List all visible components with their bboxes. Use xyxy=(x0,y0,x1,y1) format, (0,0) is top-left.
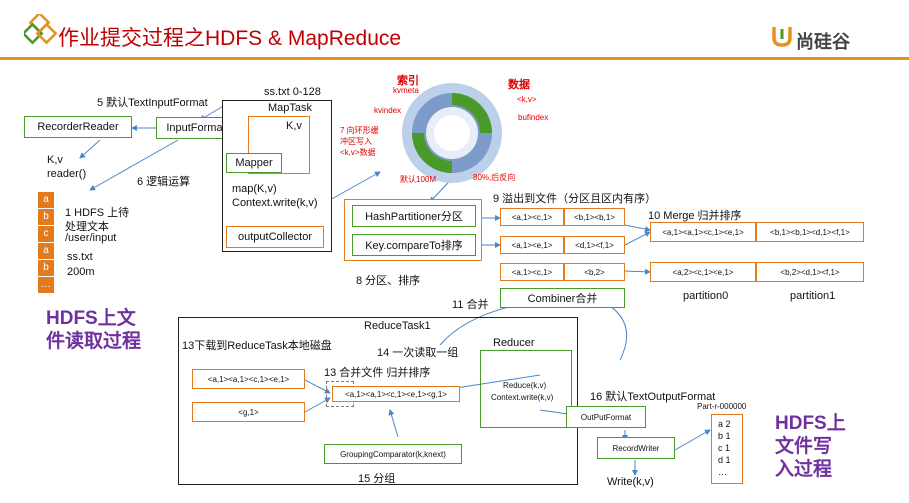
combined-cell: <b,2><d,1><f,1> xyxy=(756,262,864,282)
merged-cell: <a,1><a,1><c,1><e,1> xyxy=(650,222,756,242)
kvmeta-label: kvmeta xyxy=(393,86,419,95)
context-write-label: Context.write(k,v) xyxy=(232,197,318,209)
spill-cell: <a,1><c,1> xyxy=(500,263,564,281)
step1-line3: /user/input xyxy=(65,232,117,244)
step13b-label: 13 合并文件 归并排序 xyxy=(324,367,431,379)
part-line: a 2 xyxy=(718,419,731,429)
output-caption-line2: 文件写 xyxy=(775,436,833,457)
part-line: b 1 xyxy=(718,431,731,441)
spill-cell: <d,1><f,1> xyxy=(564,236,625,254)
output-caption-line1: HDFS上 xyxy=(775,413,846,434)
stack-cell: b xyxy=(38,260,54,277)
reducer-box xyxy=(480,350,572,428)
part-line: d 1 xyxy=(718,455,731,465)
reader-label: reader() xyxy=(47,168,87,180)
stack-cell: a xyxy=(38,243,54,260)
maptask-inner-box xyxy=(248,116,310,174)
input-caption-line2: 件读取过程 xyxy=(46,331,142,352)
ring-buffer-diagram xyxy=(402,83,502,183)
stack-cell: … xyxy=(38,277,54,294)
output-collector-box: outputCollector xyxy=(226,226,324,248)
part-file-label: Part-r-000000 xyxy=(697,402,747,411)
reduce-input-g: <g,1> xyxy=(192,402,305,422)
input-format-box: InputFormat xyxy=(156,117,236,139)
reduce-call-label: Reduce(k,v) xyxy=(503,381,547,390)
spill-cell: <b,1><b,1> xyxy=(564,208,625,226)
key-compare-box: Key.compareTo排序 xyxy=(352,234,476,256)
input-caption-line1: HDFS上文 xyxy=(46,308,136,329)
maptask-kv-label: K,v xyxy=(286,120,302,132)
kv-label: K,v xyxy=(47,154,63,166)
output-format-box: OutPutFormat xyxy=(566,406,646,428)
reducer-context-write-label: Context.write(k,v) xyxy=(491,393,554,402)
reverse-note-label: 80%,后反向 xyxy=(473,173,516,182)
kv-marker-label: <k,v> xyxy=(517,95,537,104)
step5-label: 5 默认TextInputFormat xyxy=(97,97,208,109)
logo-diamond-icon xyxy=(21,11,58,53)
step1-line2: 处理文本 xyxy=(65,221,109,233)
brand-logo-icon xyxy=(770,24,794,53)
brand-name: 尚硅谷 xyxy=(796,32,850,52)
reduce-input-a: <a,1><a,1><c,1><e,1> xyxy=(192,369,305,389)
record-writer-box: RecordWriter xyxy=(597,437,675,459)
step7-line2: 冲区写入 xyxy=(340,137,372,146)
file-name: ss.txt xyxy=(67,251,93,263)
header-divider xyxy=(0,57,909,60)
data-label: 数据 xyxy=(508,79,530,91)
step7-line3: <k,v>数据 xyxy=(340,148,376,157)
step6-label: 6 逻辑运算 xyxy=(137,176,191,188)
hdfs-stack: a b c a b … xyxy=(38,192,54,294)
index-label: 索引 xyxy=(397,75,419,87)
spill-cell: <a,1><c,1> xyxy=(500,208,564,226)
spill-cell: <b,2> xyxy=(564,263,625,281)
split-label: ss.txt 0-128 xyxy=(264,86,321,98)
reducetask-title: ReduceTask1 xyxy=(364,320,431,332)
step1-line1: 1 HDFS 上待 xyxy=(65,207,130,219)
step10-label: 10 Merge 归并排序 xyxy=(648,210,742,222)
bufindex-label: bufindex xyxy=(518,113,549,122)
write-call-label: Write(k,v) xyxy=(607,476,654,488)
combined-cell: <a,2><c,1><e,1> xyxy=(650,262,756,282)
step16-label: 16 默认TextOutputFormat xyxy=(590,391,716,403)
step14-label: 14 一次读取一组 xyxy=(377,347,459,359)
merged-cell: <b,1><b,1><d,1><f,1> xyxy=(756,222,864,242)
recorder-reader-box: RecorderReader xyxy=(24,116,132,138)
kvindex-label: kvindex xyxy=(374,106,402,115)
reducetask-frame xyxy=(178,317,578,485)
step7-line1: 7 向环形缓 xyxy=(340,126,379,135)
reduce-merged-box: <a,1><a,1><c,1><e,1><g,1> xyxy=(332,386,460,402)
part-line: c 1 xyxy=(718,443,731,453)
step15-label: 15 分组 xyxy=(358,473,396,485)
partition1-label: partition1 xyxy=(790,290,836,302)
maptask-title: MapTask xyxy=(268,102,313,114)
grouping-comparator-box: GroupingComparator(k,knext) xyxy=(324,444,462,464)
mapper-box: Mapper xyxy=(226,153,282,173)
reducer-label: Reducer xyxy=(493,337,535,349)
part-file-box: a 2 b 1 c 1 d 1 … xyxy=(711,414,743,484)
step9-label: 9 溢出到文件（分区且区内有序） xyxy=(493,193,657,205)
default-size-label: 默认100M xyxy=(400,175,437,184)
map-call-label: map(K,v) xyxy=(232,183,277,195)
page-title: 作业提交过程之HDFS & MapReduce xyxy=(58,27,402,50)
step13a-label: 13下载到ReduceTask本地磁盘 xyxy=(182,340,332,352)
output-caption-line3: 入过程 xyxy=(775,459,833,480)
stack-cell: a xyxy=(38,192,54,209)
part-line: … xyxy=(718,467,727,477)
spill-cell: <a,1><e,1> xyxy=(500,236,564,254)
step11-label: 11 合并 xyxy=(452,299,489,311)
stack-cell: c xyxy=(38,226,54,243)
file-size: 200m xyxy=(67,266,95,278)
hash-partitioner-box: HashPartitioner分区 xyxy=(352,205,476,227)
step8-label: 8 分区、排序 xyxy=(356,275,421,287)
stack-cell: b xyxy=(38,209,54,226)
partition0-label: partition0 xyxy=(683,290,729,302)
combiner-box: Combiner合并 xyxy=(500,288,625,308)
